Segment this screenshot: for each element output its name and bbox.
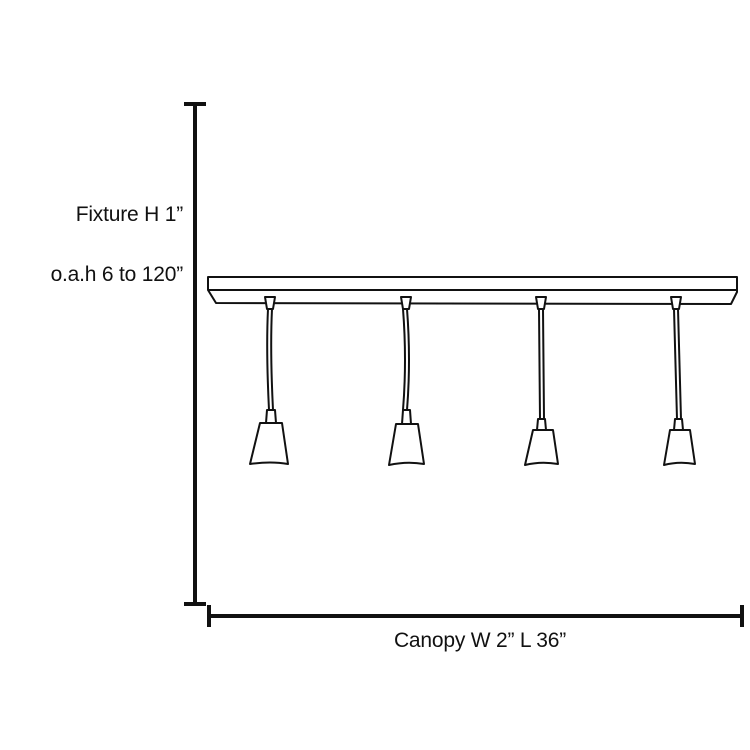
height-dimension-line xyxy=(184,102,206,606)
width-dimension-line xyxy=(207,605,744,627)
pendant-1 xyxy=(249,296,289,465)
fixture-height-label: Fixture H 1” xyxy=(75,203,183,226)
pendant-2 xyxy=(388,296,425,466)
pendant-3 xyxy=(524,296,559,466)
canopy-dimension-label: Canopy W 2” L 36” xyxy=(393,629,567,652)
overall-height-label: o.a.h 6 to 120” xyxy=(50,263,184,286)
pendant-4 xyxy=(663,296,696,466)
canopy-bar xyxy=(207,276,738,305)
